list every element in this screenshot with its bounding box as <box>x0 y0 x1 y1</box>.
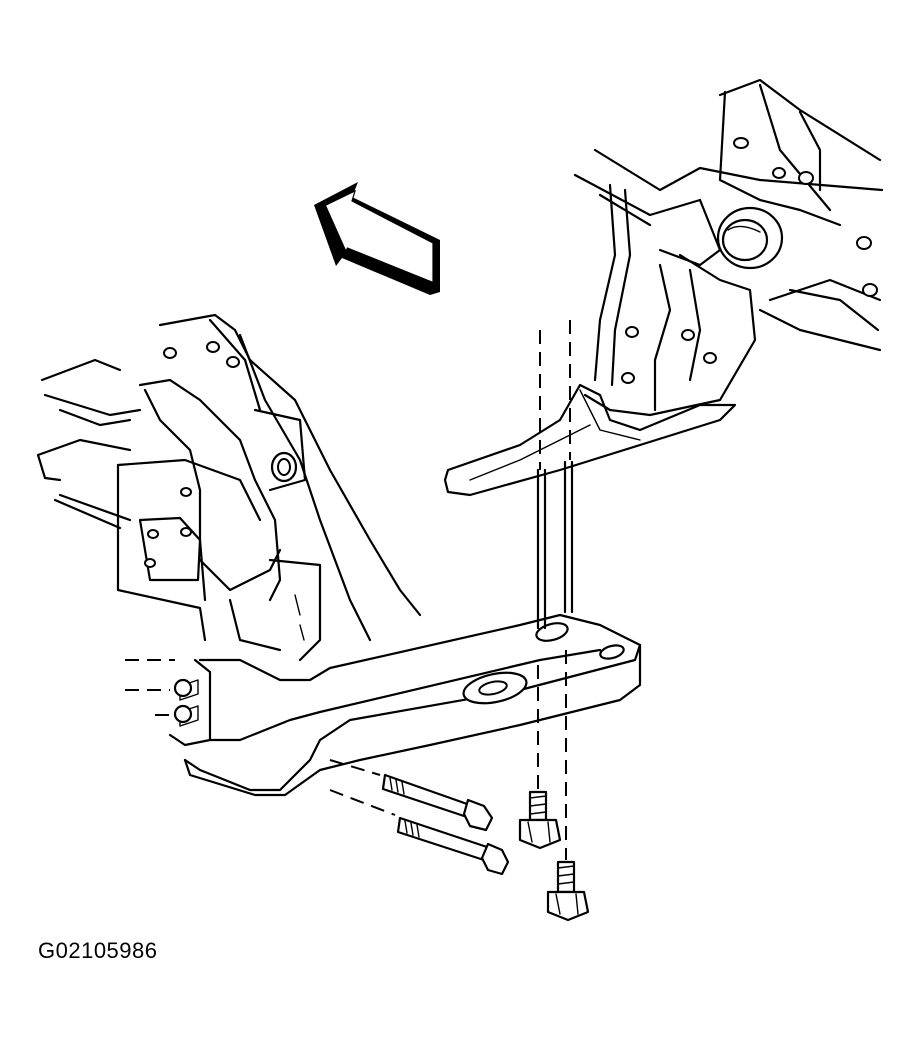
left-frame-rail <box>36 313 422 642</box>
right-frame-rail <box>573 78 884 352</box>
bolt-lower-horizontal <box>396 816 510 876</box>
horizontal-bolts <box>381 773 510 876</box>
left-mount-bracket <box>116 378 322 662</box>
bolt-left-vertical <box>518 790 562 850</box>
bolt-upper-horizontal <box>381 773 494 832</box>
direction-arrow-icon <box>314 182 440 295</box>
alignment-lines <box>125 320 574 860</box>
vertical-bolts <box>518 790 590 922</box>
transmission-crossmember <box>168 613 642 797</box>
bolt-right-vertical <box>546 860 590 922</box>
right-mount-bracket <box>443 183 757 497</box>
figure-id-label: G02105986 <box>38 938 158 963</box>
